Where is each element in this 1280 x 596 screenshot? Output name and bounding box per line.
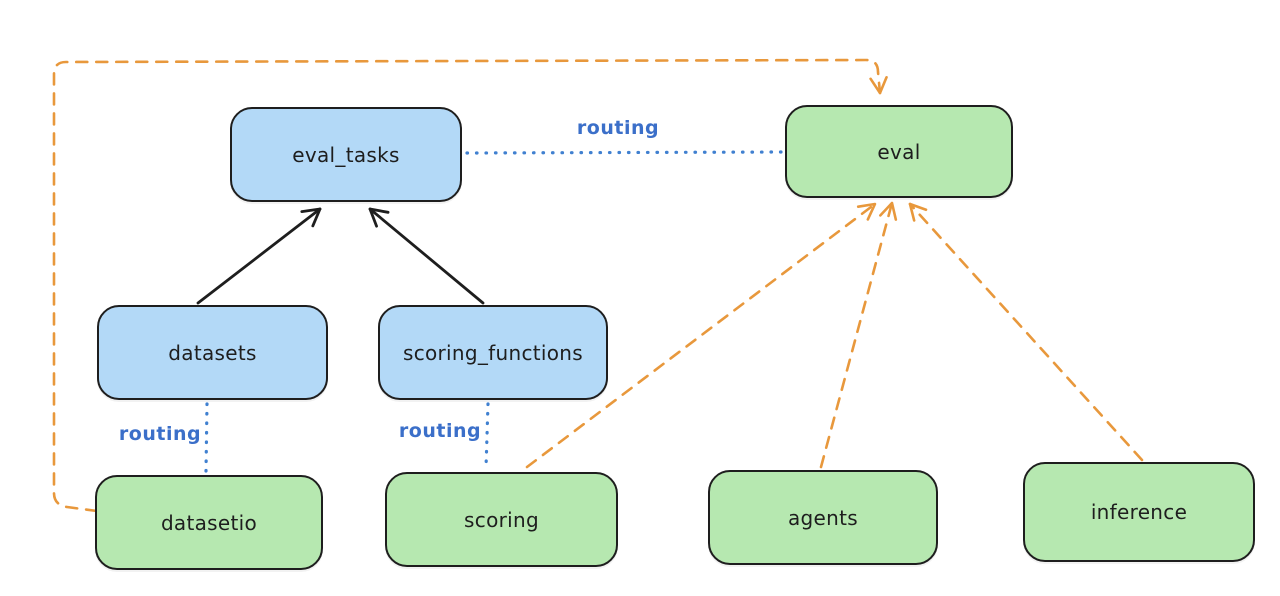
node-inference-label: inference [1090,500,1188,524]
node-datasets-label: datasets [168,340,257,365]
node-eval: eval [785,105,1013,198]
node-scoring-functions: scoring_functions [378,305,608,400]
node-scoring: scoring [385,472,618,567]
node-eval-label: eval [877,139,921,164]
node-datasetio-label: datasetio [160,510,258,535]
node-datasetio: datasetio [95,475,323,570]
edge-inference-to-eval [908,202,1144,462]
edge-datasets-to-eval-tasks [196,207,322,305]
node-agents-label: agents [788,505,858,530]
node-datasets: datasets [97,305,328,400]
node-eval-tasks: eval_tasks [230,107,462,202]
edge-scoring-functions-to-eval-tasks [368,207,485,305]
node-agents: agents [708,470,938,565]
node-scoring-functions-label: scoring_functions [402,340,584,365]
edge-eval-tasks-to-eval-routing [465,150,784,155]
routing-label-eval-tasks-to-eval: routing [576,117,660,139]
node-inference: inference [1023,462,1255,562]
routing-label-datasets-to-datasetio: routing [118,423,202,445]
routing-label-scoring-functions-to-scoring: routing [398,420,482,442]
edge-agents-to-eval [819,201,898,469]
node-scoring-label: scoring [464,507,539,532]
node-eval-tasks-label: eval_tasks [292,142,400,167]
